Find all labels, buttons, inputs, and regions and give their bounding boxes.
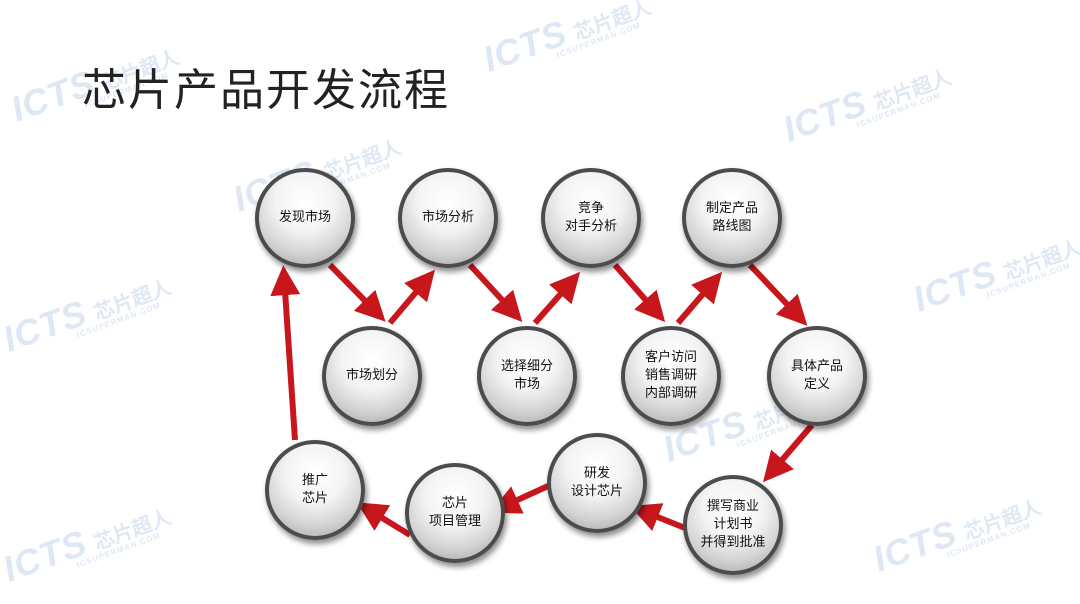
- node-discover-market: 发现市场: [255, 168, 355, 268]
- node-product-roadmap: 制定产品 路线图: [682, 168, 782, 268]
- arrow-12-1: [270, 265, 301, 441]
- node-promote-chip: 推广 芯片: [265, 440, 365, 540]
- arrow-9-10: [629, 503, 692, 533]
- arrow-5-6: [612, 263, 666, 323]
- arrow-8-9: [762, 423, 815, 483]
- arrow-1-2: [327, 262, 386, 322]
- arrow-10-11: [490, 483, 550, 514]
- arrow-3-4: [467, 262, 523, 322]
- arrow-4-5: [532, 271, 581, 325]
- arrow-6-7: [675, 271, 723, 325]
- node-business-plan: 撰写商业 计划书 并得到批准: [683, 475, 783, 575]
- node-market-analysis: 市场分析: [398, 168, 498, 268]
- node-chip-design: 研发 设计芯片: [547, 433, 647, 533]
- node-customer-research: 客户访问 销售调研 内部调研: [621, 326, 721, 426]
- arrow-2-3: [387, 269, 435, 325]
- arrow-11-12: [356, 502, 412, 538]
- page-title: 芯片产品开发流程: [82, 65, 450, 116]
- node-competitor-analysis: 竞争 对手分析: [541, 168, 641, 268]
- node-market-segmentation: 市场划分: [322, 326, 422, 426]
- arrow-7-8: [747, 262, 808, 326]
- node-select-segment: 选择细分 市场: [477, 326, 577, 426]
- node-project-management: 芯片 项目管理: [405, 463, 505, 563]
- node-product-definition: 具体产品 定义: [767, 326, 867, 426]
